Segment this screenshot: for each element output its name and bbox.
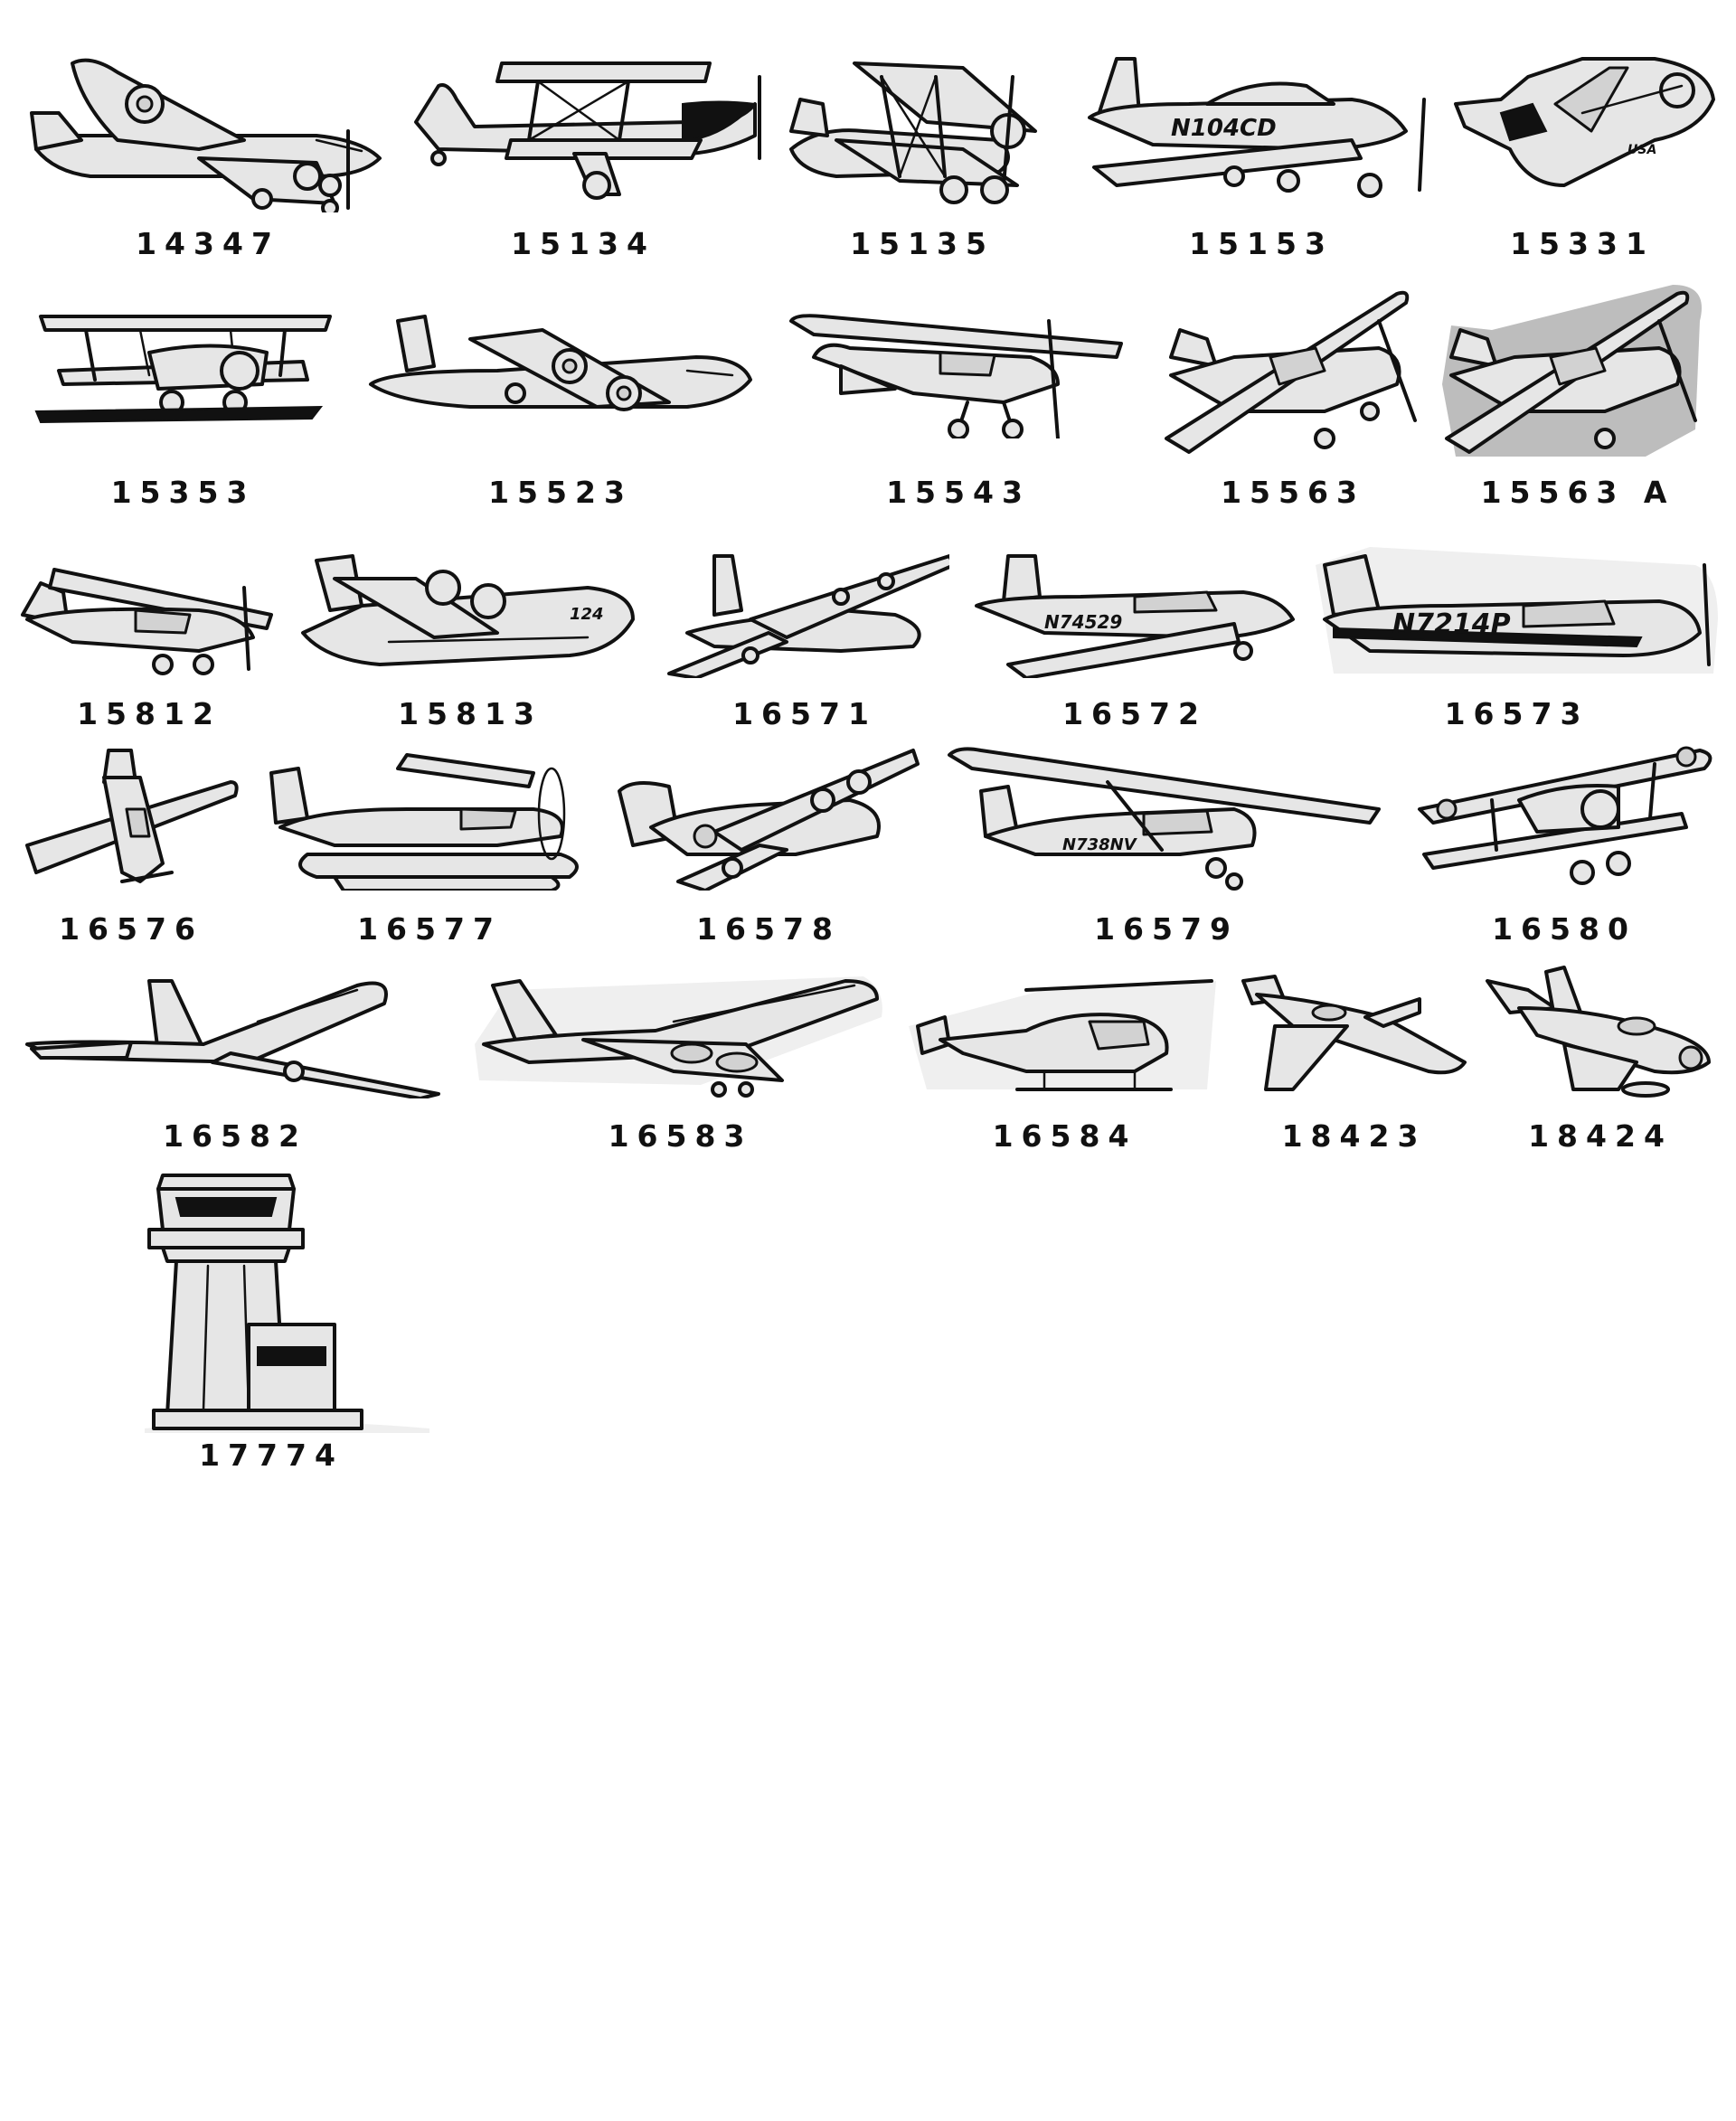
catalog-item-15134[interactable]: 15134: [402, 50, 764, 267]
item-code: 15523: [488, 475, 633, 510]
catalog-item-15523[interactable]: 15523: [362, 303, 760, 520]
aerobatic-monoplane-icon: [25, 749, 239, 883]
item-code: 15353: [110, 475, 256, 510]
twin-prop-airliner-military-icon: [30, 58, 382, 212]
catalog-item-15812[interactable]: 15812: [18, 551, 280, 741]
business-jet-icon: [1241, 975, 1467, 1091]
item-code: 18424: [1528, 1118, 1673, 1154]
four-engine-turboprop-transport-icon: [667, 554, 949, 678]
item-code: 15153: [1189, 226, 1334, 261]
low-wing-single-prop-icon: N104CD: [1088, 57, 1426, 198]
svg-text:N74529: N74529: [1044, 611, 1122, 633]
catalog-item-16573[interactable]: N7214P 16573: [1316, 547, 1718, 741]
catalog-item-15563-a[interactable]: 15563 A: [1438, 285, 1718, 520]
item-code: 16572: [1062, 696, 1207, 731]
low-wing-prop-plane-shaded-icon: N7214P: [1316, 547, 1718, 674]
space-shuttle-icon: USA: [1454, 57, 1715, 187]
item-code: 16576: [59, 911, 203, 947]
catalog-item-16576[interactable]: 16576: [23, 746, 240, 954]
item-code: 15563: [1221, 475, 1365, 510]
catalog-item-15813[interactable]: 124 15813: [298, 551, 642, 741]
item-code: 16571: [732, 696, 877, 731]
item-code: 15543: [886, 475, 1031, 510]
jet-airliner-icon: [25, 979, 440, 1098]
item-code: 15563 A: [1480, 475, 1675, 510]
jumbo-jet-icon: [475, 976, 882, 1098]
catalog-item-15153[interactable]: N104CD 15153: [1080, 50, 1442, 267]
svg-text:USA: USA: [1628, 143, 1656, 157]
catalog-item-15135[interactable]: 15135: [782, 50, 1062, 267]
item-code: 15812: [77, 696, 222, 731]
catalog-item-16580[interactable]: 16580: [1410, 746, 1718, 954]
catalog-item-16579[interactable]: N738NV 16579: [945, 746, 1388, 954]
aerobatic-biplane-icon: [414, 61, 761, 200]
catalog-item-16578[interactable]: 16578: [615, 746, 922, 954]
item-code: 16573: [1444, 696, 1590, 731]
heavy-bomber-icon: [618, 749, 920, 891]
item-code: 16584: [992, 1118, 1137, 1154]
item-code: 16577: [357, 911, 502, 947]
catalog-item-16571[interactable]: 16571: [660, 547, 949, 741]
jet-fighter-icon: [1486, 966, 1711, 1098]
catalog-item-17774[interactable]: 17774: [108, 1171, 434, 1478]
item-code: 15134: [511, 226, 656, 261]
svg-text:N104CD: N104CD: [1171, 115, 1277, 142]
catalog-item-16584[interactable]: 16584: [909, 972, 1221, 1166]
svg-text:N738NV: N738NV: [1062, 835, 1138, 854]
item-code: 15135: [850, 226, 995, 261]
catalog-item-16577[interactable]: 16577: [262, 746, 597, 954]
ww1-biplane-fighter-icon: [1418, 746, 1712, 885]
high-wing-cessna-icon: N738NV: [948, 747, 1381, 891]
catalog-item-15543[interactable]: 15543: [787, 303, 1130, 520]
attack-helicopter-icon: [909, 979, 1216, 1091]
item-code: 16578: [696, 911, 841, 947]
catalog-item-15563[interactable]: 15563: [1162, 285, 1424, 520]
four-engine-bomber-icon: [369, 315, 752, 411]
item-code: 14347: [136, 226, 280, 261]
svg-text:124: 124: [570, 605, 604, 624]
flying-boat-bomber-icon: 124: [301, 554, 635, 666]
high-wing-banking-plane-shaded-icon: [1442, 285, 1702, 457]
item-code: 15331: [1510, 226, 1655, 261]
item-code: 16579: [1094, 911, 1239, 947]
item-code: 16582: [163, 1118, 307, 1154]
item-code: 17774: [199, 1438, 344, 1473]
catalog-item-16572[interactable]: N74529 16572: [972, 547, 1297, 741]
tailwheel-high-wing-plane-icon: [21, 568, 273, 675]
control-tower-icon: [145, 1174, 429, 1433]
vintage-biplane-runway-icon: [34, 315, 332, 424]
high-wing-banking-plane-icon: [1165, 290, 1417, 454]
twin-engine-low-wing-plane-icon: N74529: [975, 554, 1295, 678]
catalog-item-18424[interactable]: 18424: [1483, 963, 1718, 1166]
item-code: 18423: [1281, 1118, 1427, 1154]
biplane-icon: [789, 61, 1037, 204]
catalog-item-15353[interactable]: 15353: [32, 303, 335, 520]
catalog-item-16583[interactable]: 16583: [475, 972, 886, 1166]
catalog-item-18423[interactable]: 18423: [1239, 972, 1469, 1166]
item-code: 16580: [1492, 911, 1637, 947]
high-wing-bushplane-icon: [789, 314, 1123, 438]
item-code: 16583: [608, 1118, 753, 1154]
svg-text:N7214P: N7214P: [1392, 608, 1511, 640]
catalog-item-15331[interactable]: USA 15331: [1447, 50, 1718, 267]
floatplane-icon: [269, 753, 579, 891]
item-code: 15813: [398, 696, 542, 731]
catalog-item-16582[interactable]: 16582: [23, 972, 448, 1166]
catalog-item-14347[interactable]: 14347: [18, 50, 398, 267]
